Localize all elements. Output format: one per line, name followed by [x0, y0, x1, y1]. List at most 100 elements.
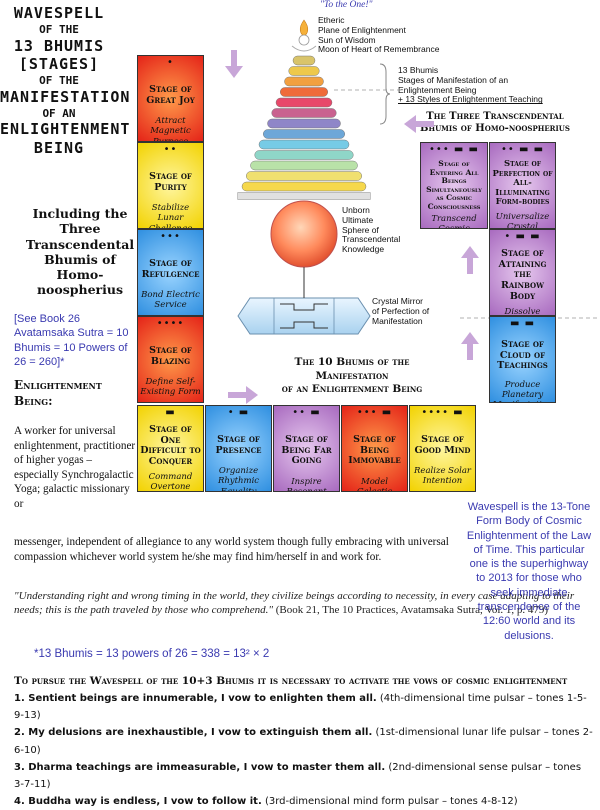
tile-activity: Universalize Crystal Cooperation: [495, 211, 550, 229]
stupa-graphic: [237, 19, 371, 335]
tile-great-joy: • Stage of Great Joy Attract Magnetic Pu…: [137, 55, 204, 142]
tile-good-mind: •••• ▬ Stage of Good Mind Realize Solar …: [409, 405, 476, 492]
sphere-label: Knowledge: [342, 244, 385, 255]
mirror-label: Manifestation: [372, 315, 423, 326]
title-line-3: 13 BHUMIS: [13, 36, 105, 55]
enlightenment-heading-2: Being:: [14, 393, 53, 408]
main-title: WAVESPELL OF THE 13 BHUMIS [STAGES] OF T…: [0, 4, 131, 158]
bhumis-label: 13 Bhumis: [398, 65, 439, 75]
tile-name: Stage of Good Mind: [414, 434, 471, 456]
arrow-right-icon: [228, 386, 258, 404]
tile-activity: Inspire Resonant Attunement: [286, 476, 326, 491]
stupa-top-label: Moon of Heart of Remembrance: [318, 44, 440, 55]
mirror-label: of Perfection of: [372, 305, 430, 316]
ultimate-sphere: [270, 200, 338, 268]
mirror-labels: Crystal Mirror of Perfection of Manifest…: [372, 296, 430, 326]
sphere-label: Sphere of: [342, 224, 379, 235]
wavespell-note: Wavespell is the 13-Tone Form Body of Co…: [466, 501, 592, 642]
ten-heading-line: of an Enlightenment Being: [281, 383, 423, 396]
stupa-ring: [271, 108, 337, 118]
tone-glyph: •: [167, 57, 174, 68]
vow-text: 3. Dharma teachings are immeasurable, I …: [14, 761, 386, 773]
tile-being-far-going: •• ▬ Stage of Being Far Going Inspire Re…: [273, 405, 340, 492]
title-line-9: BEING: [33, 139, 85, 157]
sphere-label: Transcendental: [342, 234, 401, 245]
tile-activity: Command Overtone Radiance: [148, 471, 193, 492]
title-line-4: [STAGES]: [18, 55, 100, 74]
stupa-ring: [246, 171, 362, 181]
tile-activity: Dissolve Spectral Liberation: [504, 307, 541, 316]
tile-name: Stage of Refulgence: [141, 258, 200, 280]
tile-name: Stage of Being Immovable: [348, 434, 401, 467]
tile-name: Stage of Being Far Going: [281, 434, 332, 467]
vow-text: 1. Sentient beings are innumerable, I vo…: [14, 693, 377, 705]
title-line-8: ENLIGHTENMENT: [0, 120, 131, 139]
tone-glyph: ••• ▬: [356, 407, 393, 418]
tile-activity: Attract Magnetic Purpose: [150, 116, 191, 142]
tile-name: Stage of Cloud of Teachings: [497, 339, 548, 372]
title-line-1: WAVESPELL: [13, 4, 105, 22]
tone-glyph: • ▬: [227, 407, 250, 418]
tone-glyph: ▬ ▬: [509, 318, 536, 329]
sphere-label: Ultimate: [342, 214, 374, 225]
tile-perfection-form-bodies: •• ▬ ▬ Stage of Perfection of All-Illumi…: [489, 142, 556, 229]
tone-glyph: ••: [163, 144, 178, 155]
vow-item: 4. Buddha way is endless, I vow to follo…: [14, 793, 594, 810]
title-line-5: OF THE: [39, 74, 79, 87]
tone-glyph: •• ▬ ▬: [500, 144, 545, 155]
tile-purity: •• Stage of Purity Stabilize Lunar Chall…: [137, 142, 204, 229]
ten-bhumis-heading: The 10 Bhumis of the Manifestation of an…: [262, 356, 442, 397]
stupa-base: [237, 192, 371, 200]
sutra-quote: "Understanding right and wrong timing in…: [14, 589, 589, 618]
stupa-ring: [267, 118, 341, 129]
tile-name: Stage of One Difficult to Conquer: [140, 424, 201, 467]
title-line-6: MANIFESTATION: [0, 87, 131, 106]
stupa-top-labels: Etheric Plane of Enlightenment Sun of Wi…: [318, 15, 440, 55]
tile-name: Stage of Great Joy: [146, 84, 195, 106]
bhumis-formula: *13 Bhumis = 13 powers of 26 = 338 = 13²…: [34, 648, 270, 660]
enlightenment-description: A worker for universal enlightenment, pr…: [14, 425, 136, 510]
sphere-labels: Unborn Ultimate Sphere of Transcendental…: [342, 205, 401, 255]
tile-one-difficult-to-conquer: ▬ Stage of One Difficult to Conquer Comm…: [137, 405, 204, 492]
vow-item: 3. Dharma teachings are immeasurable, I …: [14, 759, 594, 793]
tile-activity: Stabilize Lunar Challenge: [148, 203, 193, 229]
stupa-ring: [288, 66, 320, 76]
tone-glyph: • ▬ ▬: [504, 231, 541, 242]
to-the-one-label: "To the One!": [320, 0, 373, 10]
tile-being-immovable: ••• ▬ Stage of Being Immovable Model Gal…: [341, 405, 408, 492]
tile-activity: Produce Planetary Manifestation: [493, 379, 553, 402]
tone-glyph: ••••: [156, 318, 185, 329]
tile-entering-all-beings: ••• ▬ ▬ Stage of Entering All Beings Sim…: [420, 142, 488, 229]
tile-activity: Transcend Cosmic Presence: [431, 214, 477, 228]
tile-presence: • ▬ Stage of Presence Organize Rhythmic …: [205, 405, 272, 492]
bhumis-label: Enlightenment Being: [398, 84, 477, 95]
vow-pulsar: (4th-dimensional time pulsar – tones 1-5…: [14, 693, 587, 722]
stupa-ring: [250, 160, 358, 171]
stupa-rings: [237, 55, 371, 200]
three-transcendental-heading: The Three Transcendental Bhumis of Homo-…: [420, 111, 570, 135]
stupa-top-label: Plane of Enlightenment: [318, 24, 406, 35]
vows-section: To pursue the Wavespell of the 10+3 Bhum…: [14, 672, 594, 810]
quote-text: "Understanding right and wrong timing in…: [14, 590, 575, 617]
tile-activity: Organize Rhythmic Equality: [217, 466, 260, 492]
tile-blazing: •••• Stage of Blazing Define Self-Existi…: [137, 316, 204, 403]
vows-heading: To pursue the Wavespell of the 10+3 Bhum…: [14, 675, 568, 687]
bhumis-label: Stages of Manifestation of an: [398, 74, 509, 85]
tile-activity: Define Self-Existing Form: [140, 377, 201, 398]
mirror-label: Crystal Mirror: [372, 296, 423, 306]
stupa-ring: [292, 55, 316, 66]
tone-glyph: •••• ▬: [421, 407, 464, 418]
see-book-note: [See Book 26 Avatamsaka Sutra = 10 Bhumi…: [14, 313, 129, 368]
crystal-mirror: [237, 267, 371, 335]
vow-item: 2. My delusions are inexhaustible, I vow…: [14, 724, 594, 758]
stupa-ring: [280, 87, 328, 97]
vow-item: 1. Sentient beings are innumerable, I vo…: [14, 690, 594, 724]
stupa-ring: [275, 97, 333, 108]
vow-pulsar: (3rd-dimensional mind form pulsar – tone…: [264, 796, 518, 808]
enlightenment-heading: Enlightenment Being:: [14, 378, 102, 409]
three-heading-line: Bhumis of Homo-noospherius: [420, 123, 570, 134]
tone-glyph: ▬: [165, 407, 176, 418]
tile-name: Stage of Presence: [215, 434, 262, 456]
tile-activity: Model Galactic Integrity: [357, 476, 392, 491]
title-line-7: OF AN: [42, 106, 76, 120]
